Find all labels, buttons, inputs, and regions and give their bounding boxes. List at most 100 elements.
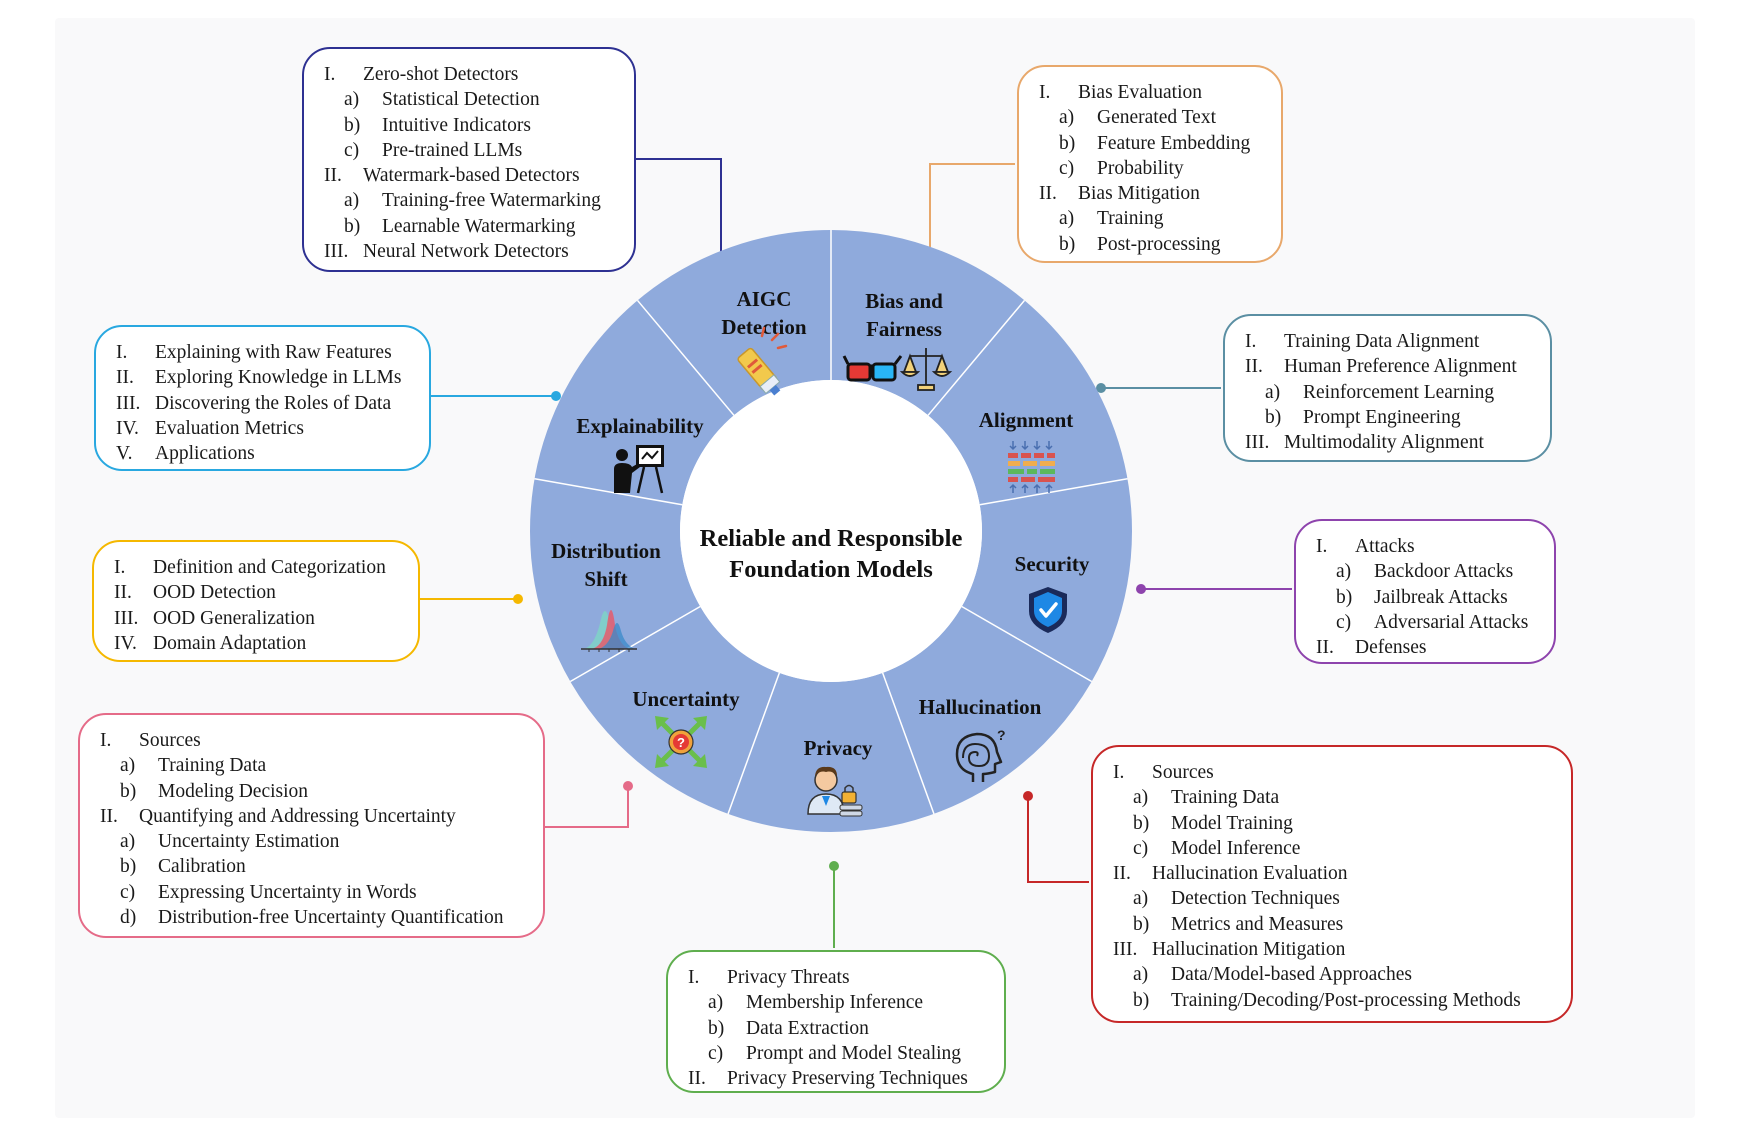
list-item: II.Watermark-based Detectors — [324, 163, 620, 188]
list-item: II.Privacy Preserving Techniques — [688, 1066, 990, 1091]
item-number: III. — [116, 392, 141, 414]
item-number: c) — [120, 881, 136, 903]
glasses-scale-icon — [842, 348, 953, 391]
list-item: II.Hallucination Evaluation — [1113, 861, 1557, 886]
sub-item: a)Reinforcement Learning — [1245, 380, 1536, 405]
segment-label-distribution-2: Shift — [584, 567, 627, 591]
segment-divider — [534, 477, 683, 506]
segment-divider — [727, 672, 781, 815]
item-number: III. — [324, 241, 349, 263]
item-text: Zero-shot Detectors — [363, 64, 519, 85]
item-text: Neural Network Detectors — [363, 241, 569, 263]
item-text: Discovering the Roles of Data — [155, 392, 392, 414]
user-lock-icon — [807, 766, 863, 817]
item-number: I. — [114, 557, 126, 578]
item-number: a) — [120, 755, 136, 777]
segment-label-alignment: Alignment — [979, 408, 1074, 432]
item-number: b) — [708, 1017, 725, 1039]
item-text: Watermark-based Detectors — [363, 165, 580, 187]
item-text: Expressing Uncertainty in Words — [158, 881, 417, 903]
item-number: a) — [1265, 381, 1281, 403]
item-number: a) — [1133, 888, 1149, 910]
item-text: Training Data — [158, 755, 267, 777]
item-text: Privacy Preserving Techniques — [727, 1068, 968, 1090]
item-text: Probability — [1097, 157, 1184, 179]
sub-item: c)Adversarial Attacks — [1316, 610, 1540, 635]
segment-divider — [979, 477, 1128, 506]
sub-item: a)Backdoor Attacks — [1316, 559, 1540, 584]
list-item: I.Sources — [100, 728, 529, 753]
item-text: Sources — [139, 730, 201, 751]
segment-divider — [881, 672, 935, 815]
item-number: b) — [1059, 233, 1076, 255]
item-text: Jailbreak Attacks — [1374, 586, 1508, 608]
item-text: Definition and Categorization — [153, 557, 386, 578]
list-item: IV.Evaluation Metrics — [116, 416, 415, 441]
item-text: Learnable Watermarking — [382, 215, 576, 237]
item-text: Prompt and Model Stealing — [746, 1042, 962, 1064]
list-item: II.Defenses — [1316, 635, 1540, 660]
item-number: V. — [116, 443, 133, 465]
list-item: III. Neural Network Detectors — [324, 239, 620, 264]
item-text: Adversarial Attacks — [1374, 611, 1529, 633]
item-number: IV. — [114, 632, 137, 654]
item-text: Data/Model-based Approaches — [1171, 964, 1412, 986]
presenter-icon — [614, 445, 664, 494]
list-item: I.Attacks — [1316, 534, 1540, 559]
distribution-curves-icon — [581, 610, 637, 652]
item-text: Data Extraction — [746, 1017, 869, 1039]
item-number: I. — [1039, 82, 1051, 103]
sub-item: a)Data/Model-based Approaches — [1113, 962, 1557, 987]
item-text: Privacy Threats — [727, 967, 850, 988]
sub-item: a)Generated Text — [1039, 105, 1267, 130]
item-text: Bias Mitigation — [1078, 183, 1200, 205]
sub-item: d)Distribution-free Uncertainty Quantifi… — [100, 905, 529, 930]
item-text: Prompt Engineering — [1303, 406, 1461, 428]
item-text: Backdoor Attacks — [1374, 561, 1514, 583]
item-number: I. — [116, 342, 128, 363]
item-number: a) — [1133, 787, 1149, 809]
sub-item: b) Jailbreak Attacks — [1316, 585, 1540, 610]
sub-item: a)Detection Techniques — [1113, 886, 1557, 911]
segment-divider — [961, 605, 1093, 683]
sub-item: b)Modeling Decision — [100, 779, 529, 804]
sub-item: c)Model Inference — [1113, 836, 1557, 861]
item-number: b) — [1059, 132, 1076, 154]
item-text: OOD Generalization — [153, 607, 315, 629]
item-number: b) — [344, 215, 361, 237]
item-text: Training — [1097, 208, 1164, 230]
sub-item: b)Intuitive Indicators — [324, 113, 620, 138]
sub-item: b)Post-processing — [1039, 232, 1267, 257]
item-number: c) — [1133, 837, 1149, 859]
item-text: Exploring Knowledge in LLMs — [155, 367, 402, 389]
item-number: II. — [100, 805, 118, 827]
item-number: c) — [344, 139, 360, 161]
item-text: Hallucination Mitigation — [1152, 939, 1346, 961]
item-text: Membership Inference — [746, 992, 924, 1014]
segment-label-bias-1: Bias and — [865, 289, 943, 313]
item-text: Quantifying and Addressing Uncertainty — [139, 805, 456, 827]
center-title-line1: Reliable and Responsible — [700, 525, 963, 552]
item-text: Distribution-free Uncertainty Quantifica… — [158, 907, 504, 929]
sub-item: b)Prompt Engineering — [1245, 405, 1536, 430]
aligned-bars-icon — [1008, 441, 1055, 493]
sub-item: c)Prompt and Model Stealing — [688, 1041, 990, 1066]
segment-divider — [927, 299, 1026, 416]
connector-hallucination — [1027, 796, 1089, 883]
item-text: Evaluation Metrics — [155, 417, 304, 439]
item-number: II. — [114, 582, 132, 604]
item-number: III. — [114, 607, 139, 629]
sub-item: a)Membership Inference — [688, 990, 990, 1015]
item-number: III. — [1245, 432, 1270, 454]
item-text: Bias Evaluation — [1078, 82, 1203, 103]
item-number: b) — [1336, 586, 1353, 608]
connector-dot-security — [1136, 584, 1146, 594]
list-item: I. Bias Evaluation — [1039, 80, 1267, 105]
item-number: b) — [120, 856, 137, 878]
center-title-line2: Foundation Models — [729, 556, 933, 583]
